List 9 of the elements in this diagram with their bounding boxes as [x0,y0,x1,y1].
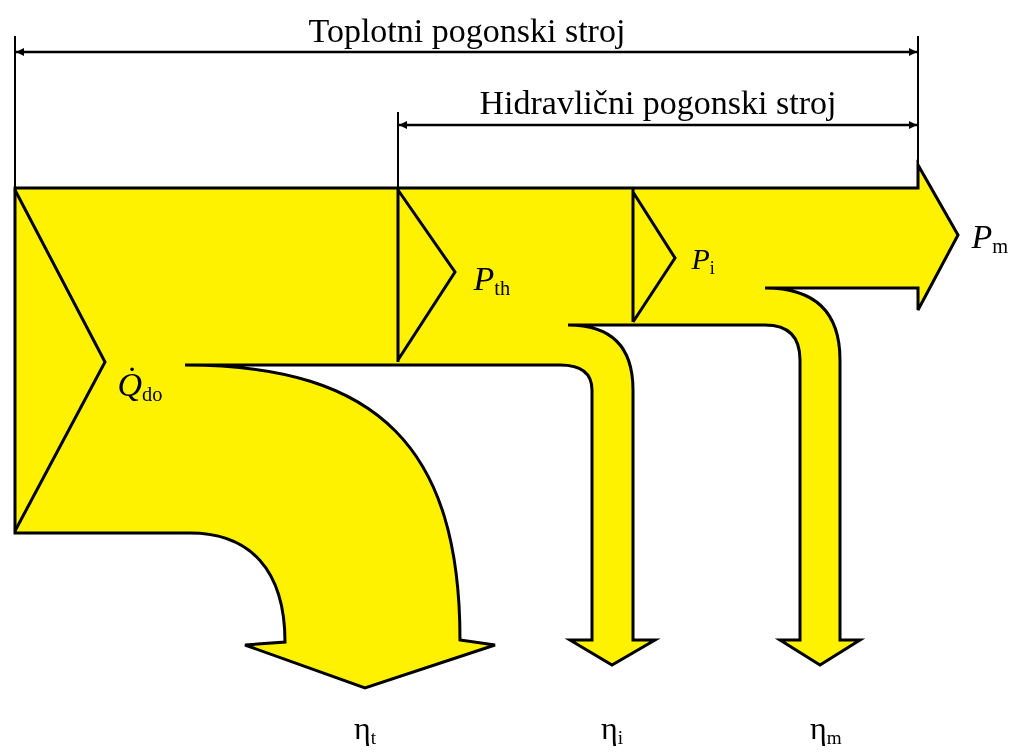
dimension-label: Hidravlični pogonski stroj [479,86,837,120]
flow-label: Q̇$_{do}$ [117,368,163,405]
efficiency-label: η$_{t}$ [354,712,377,747]
efficiency-label: η$_{m}$ [810,712,842,747]
dimension-label: Toplotni pogonski stroj [308,14,626,48]
efficiency-label: η$_{i}$ [601,712,624,747]
flow-label: P$_{th}$ [473,262,511,299]
flow-label: P$_{i}$ [691,244,715,277]
flow-label: P$_{m}$ [971,220,1009,257]
